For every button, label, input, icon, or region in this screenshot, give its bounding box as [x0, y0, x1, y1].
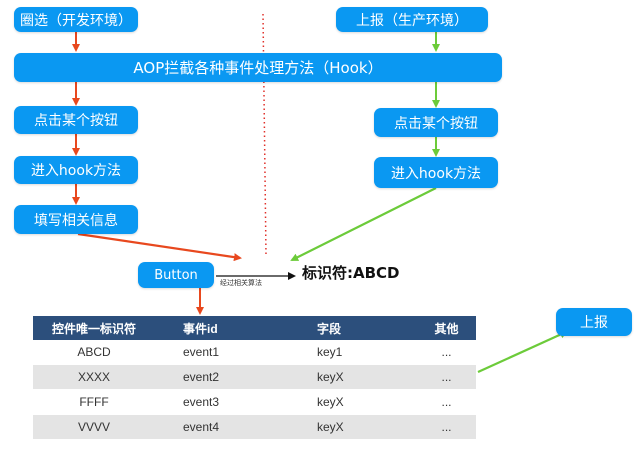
upload-label: 上报 — [580, 315, 608, 331]
divider-line — [262, 13, 267, 256]
algorithm-label: 经过相关算法 — [220, 279, 262, 287]
dev-fill-info-box: 填写相关信息 — [14, 205, 138, 234]
cell-field: keyX — [291, 364, 417, 390]
event-table: 控件唯一标识符 事件id 字段 其他 ABCD event1 key1 ... … — [33, 316, 476, 440]
dev-enter-hook-box: 进入hook方法 — [14, 156, 138, 184]
cell-event-id: event3 — [155, 389, 291, 415]
cell-other: ... — [417, 389, 476, 415]
cell-control-id: ABCD — [33, 340, 155, 365]
table-row: FFFF event3 keyX ... — [33, 389, 476, 415]
dev-circle-select-label: 圈选（开发环境） — [20, 12, 132, 29]
button-node: Button — [138, 262, 214, 288]
prod-click-button-box: 点击某个按钮 — [374, 108, 498, 137]
table-row: XXXX event2 keyX ... — [33, 364, 476, 390]
dev-circle-select-box: 圈选（开发环境） — [14, 7, 138, 32]
cell-event-id: event2 — [155, 364, 291, 390]
prod-report-label: 上报（生产环境） — [356, 12, 468, 29]
arrow-table-to-upload — [477, 330, 568, 374]
identifier-result: 标识符:ABCD — [302, 264, 400, 282]
prod-enter-hook-box: 进入hook方法 — [374, 157, 498, 188]
arrow-dev-to-button — [77, 232, 242, 262]
table-row: VVVV event4 keyX ... — [33, 414, 476, 440]
prod-enter-hook-label: 进入hook方法 — [390, 165, 482, 182]
cell-other: ... — [417, 340, 476, 365]
cell-control-id: XXXX — [33, 364, 155, 390]
dev-enter-hook-label: 进入hook方法 — [30, 163, 122, 179]
header-event-id: 事件id — [155, 316, 291, 340]
header-field: 字段 — [291, 316, 417, 340]
prod-report-box: 上报（生产环境） — [336, 7, 488, 32]
cell-field: key1 — [291, 340, 417, 365]
prod-click-button-label: 点击某个按钮 — [394, 115, 478, 132]
cell-event-id: event1 — [155, 340, 291, 365]
header-control-id: 控件唯一标识符 — [33, 316, 155, 340]
cell-other: ... — [417, 364, 476, 390]
cell-control-id: VVVV — [33, 414, 155, 440]
dev-fill-info-label: 填写相关信息 — [34, 212, 118, 229]
dev-click-button-box: 点击某个按钮 — [14, 106, 138, 134]
cell-field: keyX — [291, 389, 417, 415]
upload-box: 上报 — [556, 308, 632, 336]
aop-hook-label: AOP拦截各种事件处理方法（Hook） — [133, 59, 383, 77]
button-node-label: Button — [154, 267, 198, 283]
aop-hook-box: AOP拦截各种事件处理方法（Hook） — [14, 53, 502, 82]
cell-control-id: FFFF — [33, 389, 155, 415]
arrow-prod-to-button — [290, 187, 437, 261]
header-other: 其他 — [417, 316, 476, 340]
cell-other: ... — [417, 414, 476, 440]
table-row: ABCD event1 key1 ... — [33, 340, 476, 365]
dev-click-button-label: 点击某个按钮 — [34, 113, 118, 129]
cell-event-id: event4 — [155, 414, 291, 440]
cell-field: keyX — [291, 414, 417, 440]
table-header-row: 控件唯一标识符 事件id 字段 其他 — [33, 316, 476, 340]
